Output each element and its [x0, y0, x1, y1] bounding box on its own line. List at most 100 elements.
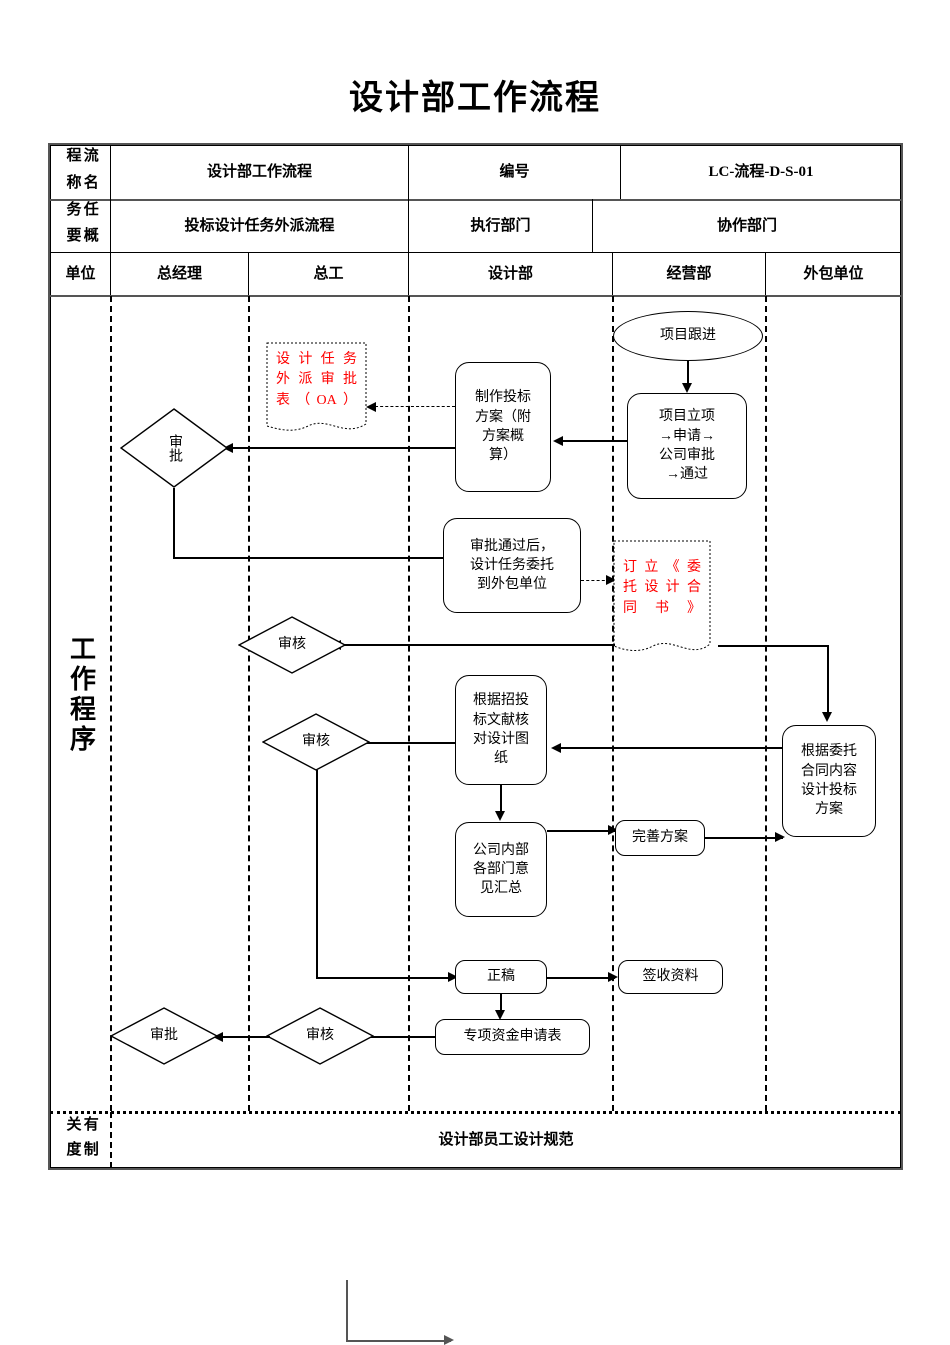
- node-approval-2-label: 审批: [110, 1007, 218, 1065]
- node-final-draft: 正稿: [455, 960, 547, 994]
- node-approval-2: 审批: [110, 1007, 218, 1065]
- node-receive-materials-label: 签收资料: [642, 969, 699, 985]
- footer-col-divider: [110, 1112, 112, 1168]
- node-approval-1-label: 审批: [120, 408, 228, 488]
- entrust-line-3: 到外包单位: [477, 577, 547, 593]
- arrowhead-proposal-to-approval1: [223, 443, 233, 453]
- oa-form-line-2: 外派审批: [276, 372, 357, 388]
- arrowhead-opinions-to-improve: [608, 825, 618, 835]
- entrust-line-2: 设计任务委托: [470, 557, 554, 573]
- header-row3-col4-divider: [612, 252, 613, 295]
- lane-header-general-manager: 总经理: [156, 266, 202, 283]
- header-row3-col5-divider: [765, 252, 766, 295]
- conn-contract-to-review1: [340, 644, 615, 646]
- review-1-text: 审核: [278, 636, 306, 652]
- node-project-followup: 项目跟进: [613, 311, 763, 361]
- node-improve-proposal: 完善方案: [615, 820, 705, 856]
- arrowhead-proposal-to-oa-form: [366, 402, 376, 412]
- header-row3-col2-divider: [248, 252, 249, 295]
- node-check-drawings: 根据招投 标文献核 对设计图 纸: [455, 675, 547, 785]
- footer-label-line2: 制度: [64, 1141, 98, 1156]
- header-row2-divider: [50, 252, 901, 253]
- arrowhead-improve-to-outsource: [775, 832, 785, 842]
- stray-connector-horizontal: [346, 1340, 451, 1342]
- header-row2-col4-divider: [592, 199, 593, 253]
- row-label-task-summary: 任务概要: [52, 201, 109, 251]
- node-make-bid-proposal-label: 制作投标 方案（附 方案概 算）: [469, 388, 537, 465]
- process-name-value: 设计部工作流程: [206, 164, 312, 181]
- body-side-label-text: 工作程序: [66, 635, 96, 755]
- footer-label-line1: 有关: [64, 1116, 98, 1131]
- code-field-value: LC-流程-D-S-01: [708, 164, 814, 181]
- lane-divider-2: [408, 296, 410, 1111]
- arrowhead-checkdwg-to-summary: [495, 811, 505, 821]
- arrowhead-followup-to-initiation: [682, 383, 692, 393]
- initiation-line-4: →通过: [666, 467, 708, 483]
- unit-row-label: 单位: [65, 266, 96, 283]
- conn-opinions-to-improve: [547, 830, 615, 832]
- conn-contract-to-outsource: [718, 645, 828, 647]
- node-internal-opinions-label: 公司内部 各部门意 见汇总: [467, 841, 535, 899]
- initiation-line-2: →申请→: [659, 428, 715, 444]
- node-review-3: 审核: [266, 1007, 374, 1065]
- diamond-shape-icon: [120, 408, 228, 488]
- task-label-line2: 概要: [64, 227, 98, 242]
- footer-dotted-divider: [50, 1111, 901, 1114]
- opinions-line-2: 各部门意: [473, 861, 529, 877]
- node-internal-opinions: 公司内部 各部门意 见汇总: [455, 822, 547, 917]
- node-entrust-after-approval-label: 审批通过后， 设计任务委托 到外包单位: [464, 537, 560, 595]
- node-outsource-design-proposal: 根据委托 合同内容 设计投标 方案: [782, 725, 876, 837]
- approval-1-text: 审批: [167, 434, 183, 462]
- row-label-process-name: 流程名称: [52, 147, 109, 198]
- outsource-line-1: 根据委托: [801, 744, 857, 760]
- code-field-label: 编号: [499, 164, 530, 181]
- task-summary-value: 投标设计任务外派流程: [184, 217, 335, 234]
- lane-header-design-dept: 设计部: [487, 266, 533, 283]
- conn-review3-to-approval2: [222, 1036, 270, 1038]
- document-shape-icon-2: [613, 540, 711, 651]
- entrust-line-1: 审批通过后，: [470, 538, 554, 554]
- node-oa-approval-form-label: 设计任务 外派审批 表（OA）: [266, 350, 367, 411]
- arrowhead-outsource-down: [822, 712, 832, 722]
- initiation-line-1: 项目立项: [659, 409, 715, 425]
- diamond-shape-icon-3: [238, 616, 346, 674]
- conn-proposal-to-oa-form: [375, 406, 455, 407]
- table-inner-frame: [50, 145, 901, 1168]
- contract-line-3: 同书》: [623, 600, 701, 616]
- node-review-2: 审核: [262, 713, 370, 771]
- executing-dept-label: 执行部门: [470, 217, 531, 234]
- node-design-contract: 订立《委 托设计合 同书》: [613, 540, 711, 660]
- cooperating-dept-label: 协作部门: [716, 217, 777, 234]
- header-col1-divider: [110, 145, 111, 295]
- footer-row-label: 有关制度: [52, 1116, 109, 1164]
- conn-review2-down: [316, 770, 318, 978]
- conn-checkdwg-to-review2: [348, 742, 456, 744]
- node-make-bid-proposal: 制作投标 方案（附 方案概 算）: [455, 362, 551, 492]
- arrowhead-finaldraft-to-receipt: [608, 972, 618, 982]
- opinions-line-3: 见汇总: [480, 881, 522, 897]
- lane-divider-0: [110, 296, 112, 1111]
- arrowhead-initiation-to-proposal: [553, 436, 563, 446]
- checkdwg-line-2: 标文献核: [473, 712, 529, 728]
- node-entrust-after-approval: 审批通过后， 设计任务委托 到外包单位: [443, 518, 581, 613]
- node-review-2-label: 审核: [262, 713, 370, 771]
- conn-approval1-down: [173, 488, 175, 558]
- header-col3-divider: [408, 145, 409, 295]
- conn-initiation-to-proposal: [562, 440, 628, 442]
- checkdwg-line-4: 纸: [494, 751, 508, 767]
- proposal-line-3: 方案概: [482, 429, 524, 444]
- outsource-line-4: 方案: [815, 802, 843, 818]
- outsource-line-2: 合同内容: [801, 763, 857, 779]
- arrowhead-outsource-to-checkdwg: [551, 743, 561, 753]
- lane-divider-3: [612, 296, 614, 1111]
- header-row1-col4-divider: [620, 145, 621, 199]
- conn-review2-to-finaldraft: [316, 977, 454, 979]
- arrowhead-entrust-to-contract: [606, 575, 616, 585]
- oa-form-line-1: 设计任务: [276, 352, 357, 367]
- table-outer-frame: [48, 143, 903, 1170]
- arrowhead-review2-to-finaldraft: [448, 972, 458, 982]
- conn-entrust-to-contract: [581, 580, 610, 581]
- oa-form-line-3: 表（OA）: [276, 392, 357, 408]
- row-label-line2: 名称: [64, 173, 98, 189]
- conn-proposal-to-approval1: [232, 447, 456, 449]
